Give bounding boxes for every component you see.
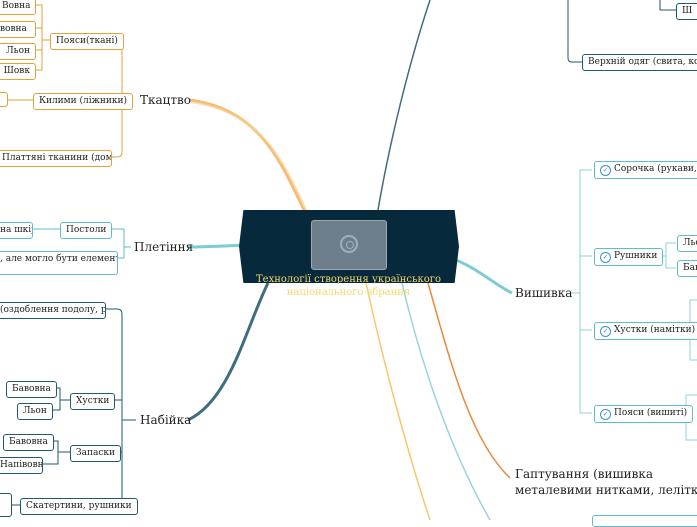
printing-scarves-node[interactable]: Хустки — [70, 393, 116, 410]
link-gold — [427, 282, 511, 479]
embroidery-towels-node[interactable]: ✓Рушники — [594, 248, 664, 266]
check-icon: ✓ — [600, 252, 611, 263]
central-title-line-2: національного вбрання — [286, 287, 411, 298]
printing-tablecloths-child-node[interactable] — [0, 493, 12, 517]
weaving-half-wool-node[interactable]: вовна — [0, 21, 36, 38]
printing-cotton-1-node[interactable]: Бавовна — [6, 381, 57, 398]
embroidery-belts-label: Пояси (вишиті) — [614, 408, 688, 418]
central-title-line-1: Технології створення українського — [256, 274, 441, 285]
link-weaving-shade — [189, 101, 308, 213]
printing-cotton-2-node[interactable]: Бавовна — [3, 434, 54, 451]
printing-linen-node[interactable]: Льон — [17, 403, 53, 420]
branch-embroidery[interactable]: Вишивка — [515, 286, 573, 300]
printing-hem-node[interactable]: (оздоблення подолу, рукавів) — [0, 302, 106, 319]
central-topic-title: Технології створення українського націон… — [0, 273, 697, 299]
plaiting-elements-node[interactable]: , але могло бути елементи — [0, 251, 118, 275]
embroidery-towel-cotton-node[interactable]: Бав — [677, 260, 697, 277]
check-icon: ✓ — [600, 326, 611, 337]
bottom-right-partial-node[interactable] — [592, 515, 697, 527]
embroidery-towels-label: Рушники — [614, 251, 658, 261]
weaving-rugs-node[interactable]: Килими (ліжники) — [33, 93, 134, 110]
weaving-linen-node[interactable]: Льон — [0, 43, 36, 60]
link-top — [377, 0, 431, 211]
link-plaiting — [187, 243, 246, 249]
weaving-belts-node[interactable]: Пояси(ткані) — [50, 33, 124, 50]
branch-gold-embroidery[interactable]: Гаптування (вишивка металевими нитками, … — [515, 466, 697, 498]
plaiting-postoly-node[interactable]: Постоли — [60, 222, 113, 239]
branch-printing[interactable]: Набійка — [140, 413, 192, 427]
link-down-1 — [401, 282, 491, 520]
embroidery-shirt-label: Сорочка (рукави, пазуш — [614, 164, 697, 174]
plaiting-leather-node[interactable]: на шкіра — [0, 222, 33, 239]
weaving-rugs-child-node[interactable] — [0, 92, 8, 107]
central-topic[interactable] — [239, 210, 459, 283]
printing-aprons-node[interactable]: Запаски — [70, 445, 122, 462]
link-embroidery — [455, 258, 513, 295]
link-down-2 — [365, 282, 431, 520]
embroidery-towel-linen-node[interactable]: Льо — [677, 235, 697, 252]
image-icon — [340, 235, 358, 253]
embroidery-scarves-label: Хустки (намітки) — [614, 325, 696, 335]
weaving-silk-node[interactable]: Шовк — [0, 63, 36, 80]
check-icon: ✓ — [600, 409, 611, 420]
weaving-wool-node[interactable]: Вовна — [0, 0, 36, 15]
outerwear-node[interactable]: Верхній одяг (свита, кожух, кеп — [582, 54, 697, 71]
branch-gold-line-2: металевими нитками, лелітками) — [515, 483, 697, 497]
link-weaving — [189, 98, 307, 213]
link-printing — [187, 282, 270, 422]
embroidery-scarves-node[interactable]: ✓Хустки (намітки) — [594, 322, 697, 340]
top-right-small-node[interactable]: Ш — [676, 3, 697, 20]
printing-half-cotton-node[interactable]: Напівовна — [0, 457, 43, 474]
branch-gold-line-1: Гаптування (вишивка — [515, 467, 654, 481]
printing-tablecloths-node[interactable]: Скатертини, рушники — [20, 498, 138, 515]
check-icon: ✓ — [600, 165, 611, 176]
weaving-dress-fabric-node[interactable]: Платтяні тканини (домоткані) — [0, 150, 112, 167]
branch-plaiting[interactable]: Плетіння — [134, 240, 194, 254]
embroidery-shirt-node[interactable]: ✓Сорочка (рукави, пазуш — [594, 161, 697, 179]
branch-weaving[interactable]: Ткацтво — [140, 93, 191, 107]
central-image-placeholder — [311, 220, 387, 270]
embroidery-belts-node[interactable]: ✓Пояси (вишиті) — [594, 405, 694, 423]
